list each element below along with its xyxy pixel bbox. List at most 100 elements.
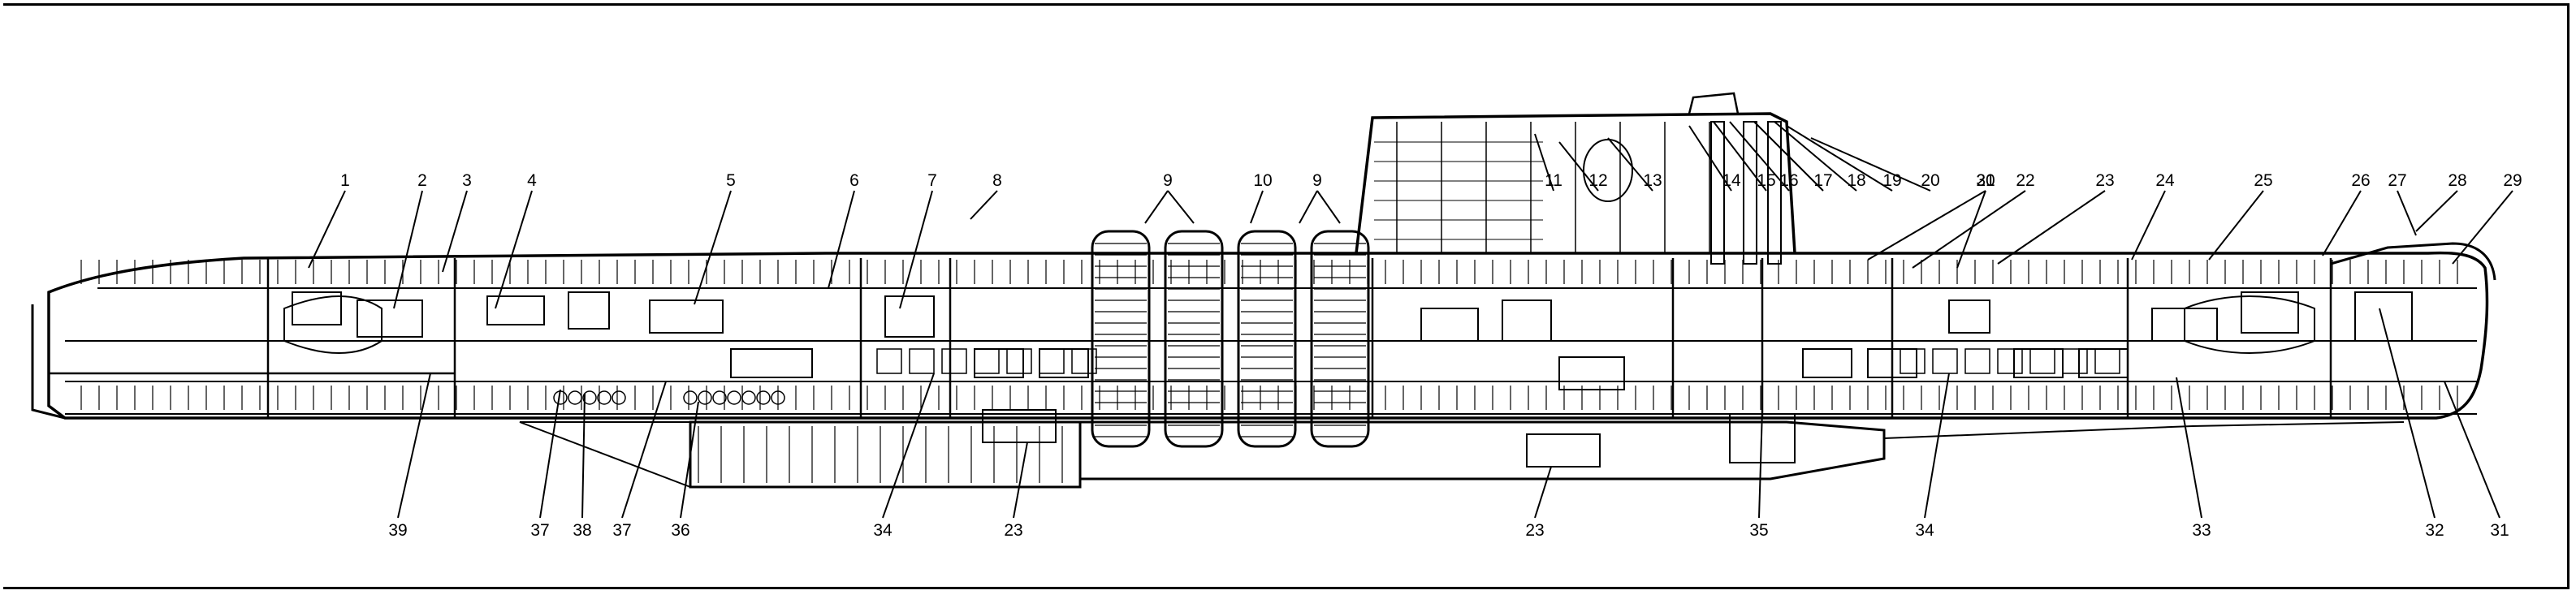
leader-line — [694, 190, 732, 305]
mast-housing — [1688, 92, 1740, 114]
callout-label-3: 3 — [462, 171, 472, 190]
callout-label-29: 29 — [2503, 171, 2522, 190]
keel-fairing-aft — [519, 421, 691, 488]
engine-cylinder — [612, 390, 626, 405]
leader-lines — [308, 121, 2513, 519]
callout-label-27: 27 — [2388, 171, 2406, 190]
cabinet — [2062, 348, 2088, 374]
leader-line — [680, 401, 699, 519]
cabinet — [909, 348, 935, 374]
callout-label-34: 34 — [1915, 521, 1934, 540]
cabinet — [2094, 348, 2120, 374]
leader-line — [1299, 190, 1318, 224]
equipment-block — [1948, 300, 1990, 334]
callout-label-33: 33 — [2192, 521, 2211, 540]
leader-line — [2444, 381, 2500, 519]
leader-line — [495, 190, 533, 309]
leader-line — [1786, 125, 1893, 192]
callout-label-9: 9 — [1312, 171, 1322, 190]
stern-section — [31, 304, 66, 420]
callout-label-32: 32 — [2425, 521, 2444, 540]
callout-label-23: 23 — [1525, 521, 1544, 540]
leader-line — [1534, 133, 1554, 192]
leader-line — [581, 393, 586, 519]
equipment-block — [292, 291, 342, 325]
callout-label-7: 7 — [927, 171, 937, 190]
leader-line — [2415, 190, 2458, 232]
callout-label-10: 10 — [1253, 171, 1272, 190]
leader-line — [1316, 190, 1341, 224]
equipment-block — [568, 291, 610, 330]
callout-label-16: 16 — [1779, 171, 1798, 190]
engine-cylinder — [568, 390, 582, 405]
leader-line — [1912, 190, 2026, 269]
leader-line — [882, 373, 935, 519]
leader-line — [2176, 377, 2202, 519]
leader-line — [1013, 442, 1028, 519]
leader-line — [1997, 190, 2106, 265]
periscope-mast — [1743, 121, 1757, 265]
callout-label-8: 8 — [992, 171, 1002, 190]
hatch-dome — [1583, 139, 1633, 202]
callout-label-28: 28 — [2448, 171, 2466, 190]
leader-line — [308, 190, 346, 269]
equipment-block — [1558, 356, 1625, 390]
leader-line — [1607, 137, 1653, 192]
engine-cylinder — [597, 390, 612, 405]
callout-label-38: 38 — [573, 521, 591, 540]
leader-line — [2208, 190, 2264, 261]
leader-line — [2452, 190, 2513, 265]
leader-line — [1167, 190, 1195, 224]
hull-frames — [80, 260, 2458, 483]
leader-line — [2379, 308, 2436, 519]
cabinet — [1071, 348, 1097, 374]
equipment-block — [884, 295, 935, 338]
callout-label-11: 11 — [1545, 171, 1562, 190]
callout-label-31: 31 — [2490, 521, 2509, 540]
battery-tank — [1237, 230, 1297, 448]
cabinet — [1932, 348, 1958, 374]
leader-line — [2397, 190, 2417, 236]
engine-cylinder — [683, 390, 698, 405]
equipment-block — [357, 300, 423, 338]
cabinet — [941, 348, 967, 374]
callout-label-39: 39 — [388, 521, 407, 540]
cabinet — [876, 348, 902, 374]
keel-box-2 — [1080, 420, 1886, 480]
equipment-block — [1502, 300, 1552, 342]
cabinet — [1006, 348, 1032, 374]
callout-label-2: 2 — [417, 171, 427, 190]
equipment-block — [1420, 308, 1479, 342]
callout-label-37: 37 — [612, 521, 631, 540]
leader-line — [1753, 121, 1824, 192]
callout-label-4: 4 — [527, 171, 537, 190]
engine-cylinder — [771, 390, 785, 405]
callout-label-14: 14 — [1722, 171, 1741, 190]
leader-line — [1867, 190, 1986, 261]
leader-line — [828, 190, 855, 289]
battery-tank — [1164, 230, 1224, 448]
image-border — [3, 3, 2570, 589]
leader-line — [1688, 125, 1732, 192]
equipment-block — [2241, 291, 2299, 334]
leader-line — [1774, 121, 1857, 192]
leader-line — [1758, 409, 1763, 519]
engine-cylinder — [698, 390, 712, 405]
leader-line — [1956, 190, 1986, 269]
engine-cylinder — [712, 390, 727, 405]
callout-label-15: 15 — [1757, 171, 1775, 190]
hull-outline — [31, 242, 2496, 489]
callout-label-30: 30 — [1976, 171, 1995, 190]
battery-tank — [1091, 230, 1151, 448]
deck-levels — [65, 258, 2477, 418]
aft-torpedo-room — [283, 295, 383, 354]
equipment-block — [1867, 348, 1917, 378]
sail-conning-tower — [1355, 92, 1796, 265]
leader-line — [442, 190, 468, 273]
leader-line — [397, 373, 431, 519]
callout-label-18: 18 — [1847, 171, 1865, 190]
equipment-block — [649, 300, 724, 334]
cabinet — [1964, 348, 1990, 374]
callout-label-1: 1 — [340, 171, 350, 190]
callout-label-21: 21 — [1976, 171, 1995, 190]
